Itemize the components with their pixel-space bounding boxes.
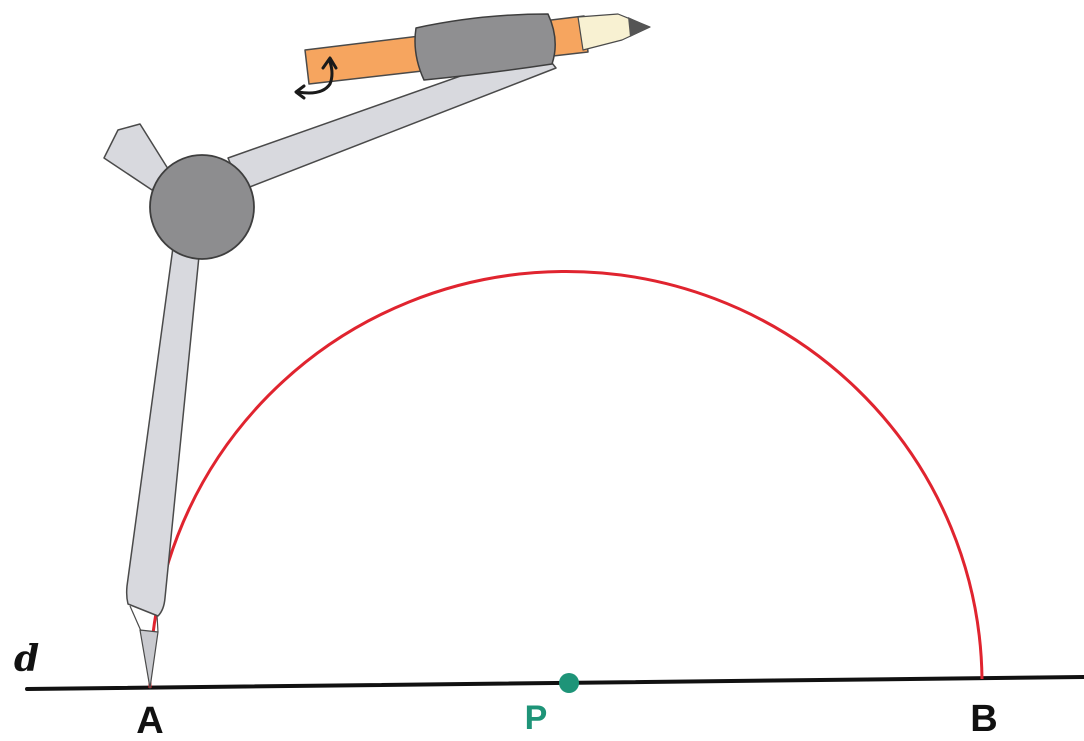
line-d-label: d <box>14 638 39 680</box>
line-d <box>25 675 1084 691</box>
rotate-arrow-icon <box>294 56 338 100</box>
pencil-icon <box>304 13 651 85</box>
semicircle-arc <box>148 269 984 689</box>
point-a-label: A <box>136 700 163 741</box>
point-p-label: P <box>525 699 548 737</box>
compass-hinge <box>149 154 255 260</box>
compass-icon <box>103 47 557 689</box>
point-p-marker <box>559 673 579 693</box>
point-b-label: B <box>970 698 997 740</box>
